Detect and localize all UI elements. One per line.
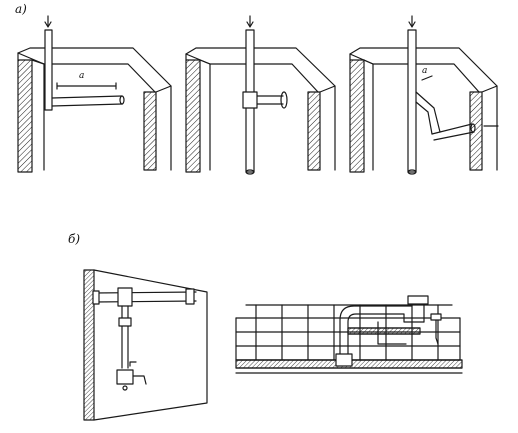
panel-a2-wall-frame bbox=[185, 47, 336, 173]
panel-b1-wall bbox=[83, 269, 208, 421]
dimension-a-label-1: a bbox=[79, 71, 85, 81]
panel-b1-pipe-and-tap bbox=[92, 287, 197, 391]
panel-b2-pipe-routing bbox=[335, 295, 442, 367]
panel-a3-pipe bbox=[407, 15, 499, 175]
panel-a1-wall-frame bbox=[17, 47, 172, 173]
part-a-label: а) bbox=[15, 2, 27, 16]
dimension-a-label-3: a bbox=[422, 66, 428, 76]
panel-a1-pipe bbox=[44, 15, 125, 111]
panel-a3-wall-frame bbox=[349, 47, 498, 173]
part-b-label: б) bbox=[68, 232, 81, 246]
panel-a2-pipe bbox=[242, 15, 288, 175]
